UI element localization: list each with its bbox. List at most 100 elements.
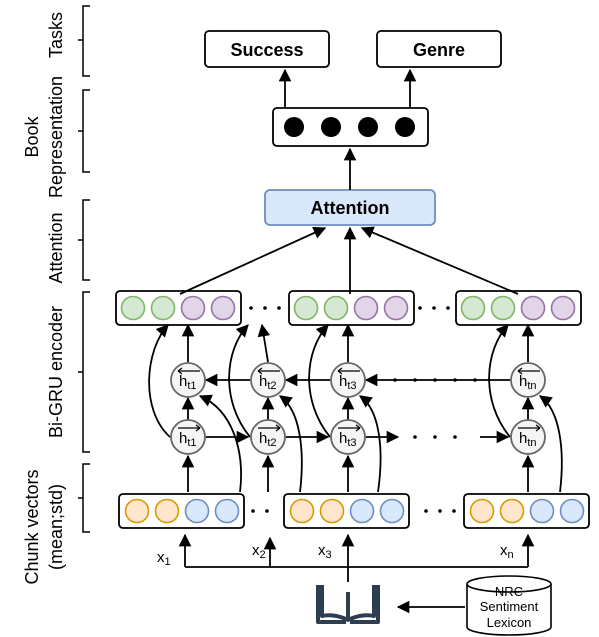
- hidden-output-vectors: [115, 290, 582, 326]
- gru-connections: [148, 323, 563, 493]
- forward-hidden-node: ht3: [330, 419, 366, 455]
- ellipsis-dot: [251, 509, 255, 513]
- book-representation-vector: [272, 107, 429, 147]
- input-arc-t2: [278, 395, 303, 493]
- hidden-unit-circle: [323, 295, 349, 321]
- ellipsis-dot: [277, 306, 281, 310]
- chunk-vector-ellipsis: [251, 509, 456, 513]
- input-label-xn: xn: [500, 542, 514, 561]
- chunk-unit-circle: [319, 498, 345, 524]
- chunk-unit-circle: [469, 498, 495, 524]
- book-vector-dot: [321, 117, 341, 137]
- backward-node-subscript: t2: [267, 380, 276, 392]
- input-label-subscript: 1: [165, 556, 171, 568]
- input-arc-t1: [198, 394, 242, 493]
- ellipsis-dot: [473, 378, 477, 382]
- hidden-unit-circle: [490, 295, 516, 321]
- forward-arc-t3: [308, 324, 331, 438]
- ellipsis-dot: [453, 378, 457, 382]
- input-label-x3: x3: [318, 542, 332, 561]
- ellipsis-dot: [413, 378, 417, 382]
- forward-hidden-node: ht2: [250, 419, 286, 455]
- hidden-output-vector: [455, 290, 582, 326]
- backward-node-subscript: tn: [527, 380, 536, 392]
- input-label-x1: x1: [157, 549, 171, 568]
- chunk-vector: [463, 493, 590, 529]
- right-arrowhead-icon: [535, 424, 541, 432]
- arrows-to-attention: [179, 226, 519, 295]
- side-label-encoder: Bi-GRU encoder: [46, 306, 66, 438]
- hidden-unit-circle: [550, 295, 576, 321]
- hidden-unit-circle: [353, 295, 379, 321]
- side-brackets: [78, 5, 90, 533]
- ellipsis-dot: [453, 435, 457, 439]
- ellipsis-dot: [265, 509, 269, 513]
- hidden-unit-circle: [520, 295, 546, 321]
- ellipsis-dot: [452, 509, 456, 513]
- side-label-tasks: Tasks: [46, 12, 66, 58]
- ellipsis-dot: [263, 306, 267, 310]
- attention-label: Attention: [311, 198, 390, 218]
- forward-arc-t2: [228, 324, 251, 438]
- backward-node-subscript: t3: [347, 380, 356, 392]
- side-label-attention: Attention: [46, 212, 66, 283]
- input-label-subscript: 2: [260, 549, 266, 561]
- backward-to-output-t2: [257, 323, 271, 363]
- bracket-attention: [78, 199, 90, 281]
- book-representation-dots: [284, 117, 415, 137]
- side-label-book: Book: [22, 115, 42, 157]
- hidden-output-vector: [115, 290, 242, 326]
- chunk-vector: [118, 493, 245, 529]
- chunk-unit-circle: [559, 498, 585, 524]
- side-label-chunk-vectors: Chunk vectors: [22, 469, 42, 584]
- forward-node-subscript: t1: [187, 437, 196, 449]
- bracket-encoder: [78, 291, 90, 453]
- lexicon-cylinder: [466, 575, 552, 636]
- chunk-vectors: [118, 493, 590, 529]
- hidden-unit-circle: [460, 295, 486, 321]
- ellipsis-dot: [446, 306, 450, 310]
- ellipsis-dot: [438, 509, 442, 513]
- chunk-unit-circle: [349, 498, 375, 524]
- chunk-unit-circle: [124, 498, 150, 524]
- success-task-label: Success: [230, 40, 303, 60]
- chunk-vector: [283, 493, 410, 529]
- genre-task-label: Genre: [413, 40, 465, 60]
- right-arrowhead-icon: [195, 424, 201, 432]
- input-label-subscript: n: [508, 549, 514, 561]
- left-arrowhead-icon: [177, 367, 183, 375]
- bracket-tasks: [78, 5, 90, 77]
- side-label-representation: Representation: [46, 76, 66, 198]
- lexicon-line-1: NRC: [495, 584, 523, 599]
- hidden-unit-circle: [210, 295, 236, 321]
- hidden-unit-circle: [383, 295, 409, 321]
- input-arc-t3: [358, 395, 382, 493]
- chunk-unit-circle: [499, 498, 525, 524]
- chunk-unit-circle: [184, 498, 210, 524]
- left-arrowhead-icon: [337, 367, 343, 375]
- bracket-chunk-vectors: [78, 463, 90, 533]
- book-vector-dot: [395, 117, 415, 137]
- backward-node-subscript: t1: [187, 380, 196, 392]
- input-trunk: [185, 566, 528, 582]
- input-distribution: [178, 533, 535, 582]
- genre-task-box: [376, 30, 502, 68]
- open-book-icon: [316, 585, 380, 624]
- bracket-book-representation: [78, 89, 90, 173]
- input-arc-tn: [538, 395, 563, 493]
- book-vector-dot: [358, 117, 378, 137]
- ellipsis-dot: [418, 306, 422, 310]
- left-arrowhead-icon: [257, 367, 263, 375]
- arrow-hn-to-attention: [360, 226, 519, 295]
- ellipsis-dot: [413, 435, 417, 439]
- forward-node-subscript: t3: [347, 437, 356, 449]
- right-arrowhead-icon: [275, 424, 281, 432]
- hidden-unit-circle: [120, 295, 146, 321]
- forward-arc-t1: [148, 324, 171, 438]
- left-arrowhead-icon: [517, 367, 523, 375]
- forward-arc-tn: [488, 324, 511, 438]
- side-label-mean-std: (mean;std): [46, 484, 66, 570]
- input-label-subscript: 3: [326, 549, 332, 561]
- ellipsis-dot: [433, 378, 437, 382]
